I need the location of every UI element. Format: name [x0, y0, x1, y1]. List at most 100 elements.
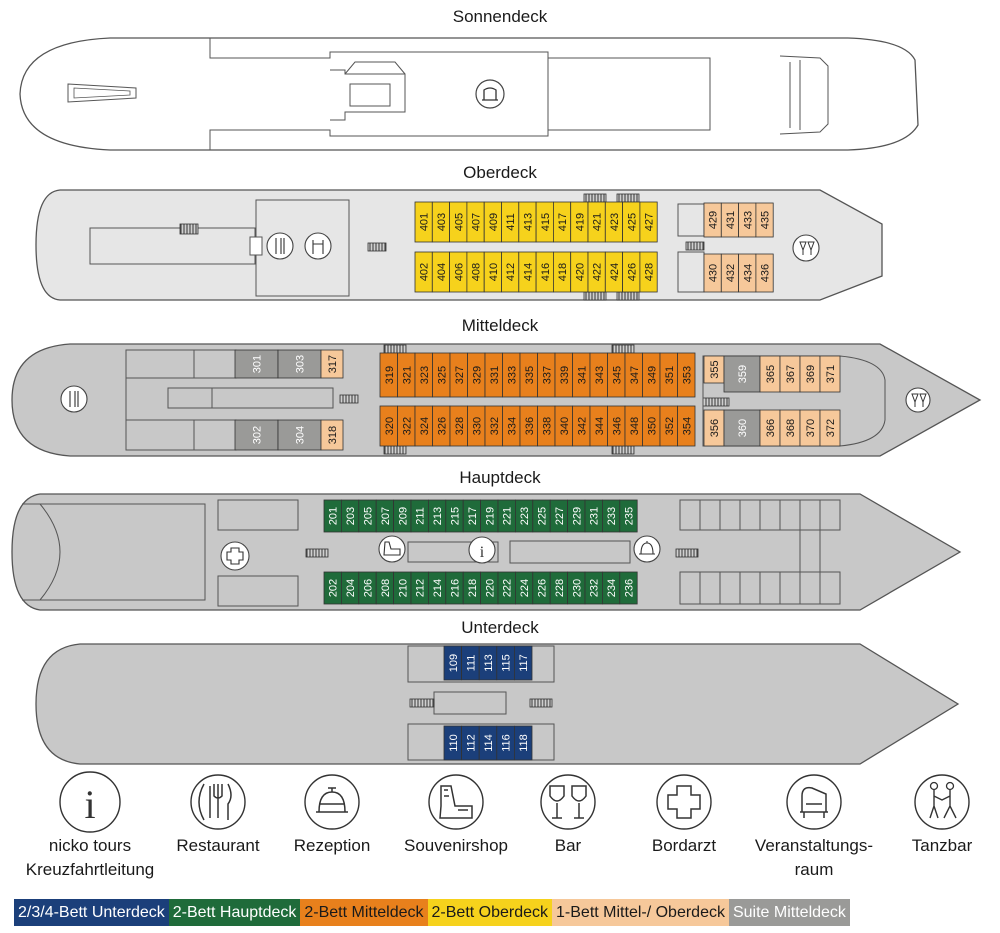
- dancing-couple-icon: [304, 232, 332, 260]
- cabin-number-430: 430: [708, 264, 720, 282]
- cabin-number-334: 334: [506, 417, 518, 435]
- cabin-number-332: 332: [489, 417, 501, 435]
- legend-label-veranstaltungsraum: Veranstaltungs-: [755, 836, 873, 855]
- cabin-number-217: 217: [467, 507, 479, 525]
- cabin-372: [819, 409, 841, 447]
- cabin-number-412: 412: [505, 263, 517, 281]
- cabin-number-336: 336: [524, 417, 536, 435]
- hull-oberdeck: [35, 189, 883, 301]
- cabin-number-209: 209: [397, 507, 409, 525]
- cabin-number-406: 406: [453, 263, 465, 281]
- cabin-number-323: 323: [419, 366, 431, 384]
- cabin-number-368: 368: [785, 419, 797, 437]
- cabin-number-324: 324: [419, 417, 431, 435]
- legend-label-rezeption: Rezeption: [294, 836, 371, 855]
- cabin-number-359: 359: [737, 365, 749, 383]
- cabin-number-117: 117: [518, 654, 530, 672]
- cabin-number-231: 231: [589, 507, 601, 525]
- cabin-number-350: 350: [646, 417, 658, 435]
- cabin-number-423: 423: [609, 213, 621, 231]
- cabin-number-233: 233: [606, 507, 618, 525]
- cabin-354: [677, 405, 696, 447]
- legend-label-souvenirshop: Souvenirshop: [404, 836, 508, 855]
- cabin-235: [619, 499, 638, 533]
- deck-title-unterdeck: Unterdeck: [461, 618, 539, 637]
- cabin-number-115: 115: [501, 654, 513, 672]
- cabin-number-319: 319: [384, 366, 396, 384]
- cabin-number-428: 428: [644, 263, 656, 281]
- cabin-number-354: 354: [681, 417, 693, 435]
- key-oberdeck: 2-Bett Oberdeck: [427, 899, 553, 926]
- cabin-number-424: 424: [609, 263, 621, 281]
- cabin-number-322: 322: [401, 417, 413, 435]
- deck-title-sonnendeck: Sonnendeck: [453, 7, 548, 26]
- cabin-number-321: 321: [401, 366, 413, 384]
- cabin-number-116: 116: [501, 734, 513, 752]
- cabin-number-317: 317: [327, 355, 339, 373]
- restaurant-icon: [60, 385, 88, 413]
- cabin-number-402: 402: [419, 263, 431, 281]
- icon-legend: i nicko tours Kreuzfahrtleitung Restaura…: [26, 771, 973, 879]
- cabin-number-230: 230: [571, 579, 583, 597]
- cabin-number-422: 422: [592, 263, 604, 281]
- cabin-number-409: 409: [488, 213, 500, 231]
- cabin-number-220: 220: [484, 579, 496, 597]
- legend-label-tanzbar: Tanzbar: [912, 836, 973, 855]
- cabin-number-302: 302: [252, 426, 264, 444]
- cabin-number-329: 329: [471, 366, 483, 384]
- legend-item-veranstaltungsraum: Veranstaltungs- raum: [755, 774, 873, 879]
- cabin-number-414: 414: [522, 263, 534, 281]
- cabin-number-228: 228: [554, 579, 566, 597]
- hull-sonnendeck: [19, 37, 919, 151]
- cabin-number-341: 341: [576, 366, 588, 384]
- svg-text:i: i: [480, 544, 485, 561]
- cabins-mitteldeck-single-fwd-top: 317: [320, 349, 344, 379]
- cabin-number-318: 318: [327, 426, 339, 444]
- cabin-number-372: 372: [825, 419, 837, 437]
- restaurant-icon: [266, 232, 294, 260]
- cabin-number-404: 404: [436, 263, 448, 281]
- cabin-number-365: 365: [765, 365, 777, 383]
- key-hauptdeck: 2-Bett Hauptdeck: [168, 899, 301, 926]
- cabin-number-367: 367: [785, 365, 797, 383]
- cabin-number-320: 320: [384, 417, 396, 435]
- key-suite: Suite Mitteldeck: [728, 899, 850, 926]
- legend-item-info: i nicko tours Kreuzfahrtleitung: [26, 771, 154, 879]
- cabin-number-333: 333: [506, 366, 518, 384]
- medical-cross-icon: [656, 774, 712, 830]
- legend-label-veranstaltungsraum-2: raum: [795, 860, 834, 879]
- info-icon: [59, 771, 121, 833]
- wine-glasses-icon: [540, 774, 596, 830]
- cabin-number-110: 110: [448, 734, 460, 752]
- cabin-number-427: 427: [644, 213, 656, 231]
- cabin-435: [755, 202, 774, 238]
- cabin-371: [819, 355, 841, 393]
- cabin-number-225: 225: [537, 507, 549, 525]
- cabin-number-349: 349: [646, 366, 658, 384]
- cash-register-icon: [428, 774, 484, 830]
- cabin-303: [277, 349, 322, 379]
- cabin-number-345: 345: [611, 366, 623, 384]
- cabin-number-212: 212: [415, 579, 427, 597]
- cabin-number-411: 411: [505, 213, 517, 231]
- hauptdeck-aft-cabin-outlines: [679, 499, 841, 605]
- cabin-359: [723, 355, 761, 393]
- cabin-number-207: 207: [380, 507, 392, 525]
- cabin-number-215: 215: [450, 507, 462, 525]
- cabin-number-112: 112: [465, 734, 477, 752]
- cabin-number-348: 348: [629, 417, 641, 435]
- key-mitteldeck: 2-Bett Mitteldeck: [300, 899, 428, 926]
- cabin-number-303: 303: [295, 355, 307, 373]
- cabin-number-344: 344: [594, 417, 606, 435]
- cabin-number-335: 335: [524, 366, 536, 384]
- svg-text:i: i: [84, 782, 95, 827]
- cabin-number-418: 418: [557, 263, 569, 281]
- legend-label-bar: Bar: [555, 836, 582, 855]
- cabin-number-205: 205: [363, 507, 375, 525]
- cabin-number-435: 435: [760, 211, 772, 229]
- legend-item-rezeption: Rezeption: [294, 774, 371, 855]
